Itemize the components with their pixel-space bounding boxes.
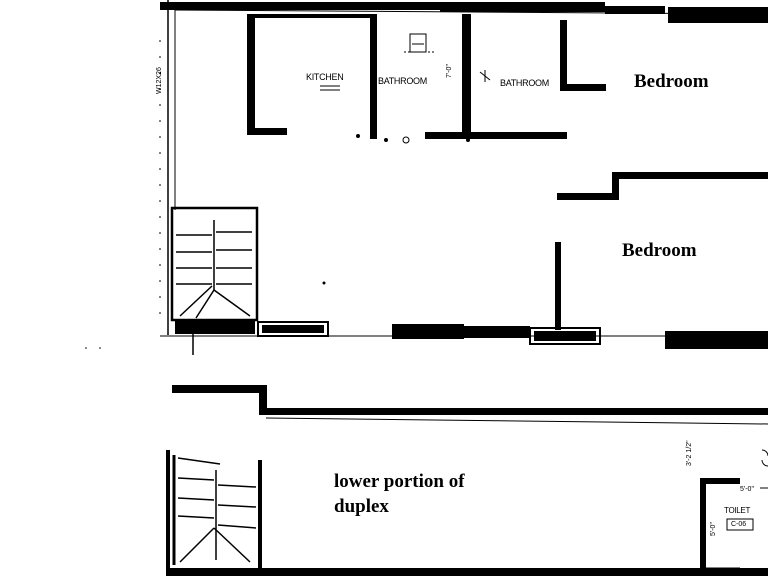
lower-inner-line xyxy=(265,417,768,425)
toilet-label: TOILET xyxy=(724,506,751,515)
top-wall-segment xyxy=(160,2,440,10)
lower-floor-walls xyxy=(166,385,768,576)
bathroom-1-label: BATHROOM xyxy=(378,76,427,86)
top-wall-segment xyxy=(605,6,665,14)
kitchen-wall-top xyxy=(255,14,375,18)
bottom-wall-segment xyxy=(464,326,530,338)
bathroom-2-label: BATHROOM xyxy=(500,78,549,88)
toilet-wall-left xyxy=(700,480,706,572)
interior-walls xyxy=(247,14,768,330)
lower-top-wall-left xyxy=(172,385,266,393)
bathroom1-wall-right xyxy=(462,14,471,139)
bedroom2-step-wall xyxy=(612,172,768,179)
dimension-c: 5'-0" xyxy=(710,522,717,536)
upper-floor-walls xyxy=(159,0,768,349)
toilet-wall-top xyxy=(700,478,740,484)
dimension-a: 3'-2 1/2" xyxy=(686,440,693,466)
bathroom2-wall-bottom xyxy=(425,132,567,139)
bottom-wall-segment xyxy=(665,331,768,349)
bottom-wall-segment xyxy=(175,320,255,334)
bathroom2-wall-right xyxy=(560,20,567,90)
toilet-tag-box xyxy=(726,518,754,531)
bottom-wall-segment xyxy=(392,324,464,339)
bottom-wall-segment xyxy=(534,331,596,341)
lower-duplex-label-line1: lower portion of xyxy=(334,471,465,492)
toilet-tag: C-06 xyxy=(731,521,747,528)
stray-marks xyxy=(85,281,326,355)
top-wall-segment xyxy=(668,7,768,23)
dimension-d: 7'-0" xyxy=(446,64,453,78)
bedroom2-step-vertical xyxy=(612,172,619,200)
dimension-b: 5'-0" xyxy=(740,486,754,493)
top-wall-segment xyxy=(440,2,605,12)
bathroom1-wall-left xyxy=(370,14,377,139)
bottom-wall-segment xyxy=(529,327,601,345)
top-wall-thin xyxy=(174,9,768,15)
bottom-wall-segment xyxy=(257,321,329,337)
lower-left-wall xyxy=(166,450,170,576)
bottom-wall-segment xyxy=(262,325,324,333)
left-wall-dimension: W12X26 xyxy=(156,67,163,94)
bedroom2-wall-top xyxy=(557,193,619,200)
bedroom2-wall-left xyxy=(555,242,561,330)
stair-outline xyxy=(170,206,259,322)
tub-icon xyxy=(409,33,427,53)
kitchen-wall-left xyxy=(247,14,255,134)
bedroom-1-label: Bedroom xyxy=(634,71,709,92)
bathroom-fixtures xyxy=(320,33,491,144)
lower-stair-divider xyxy=(258,460,262,576)
lower-top-wall-step xyxy=(259,385,267,415)
kitchen-wall-bottom xyxy=(247,128,287,135)
lower-stair xyxy=(172,455,257,565)
kitchen-label: KITCHEN xyxy=(306,72,344,82)
upper-stair xyxy=(170,206,259,322)
bathroom2-notch xyxy=(560,84,606,91)
lower-duplex-label-line2: duplex xyxy=(334,496,389,517)
lower-top-wall-right xyxy=(259,408,768,415)
lower-bottom-wall xyxy=(166,568,768,576)
bedroom-2-label: Bedroom xyxy=(622,240,697,261)
